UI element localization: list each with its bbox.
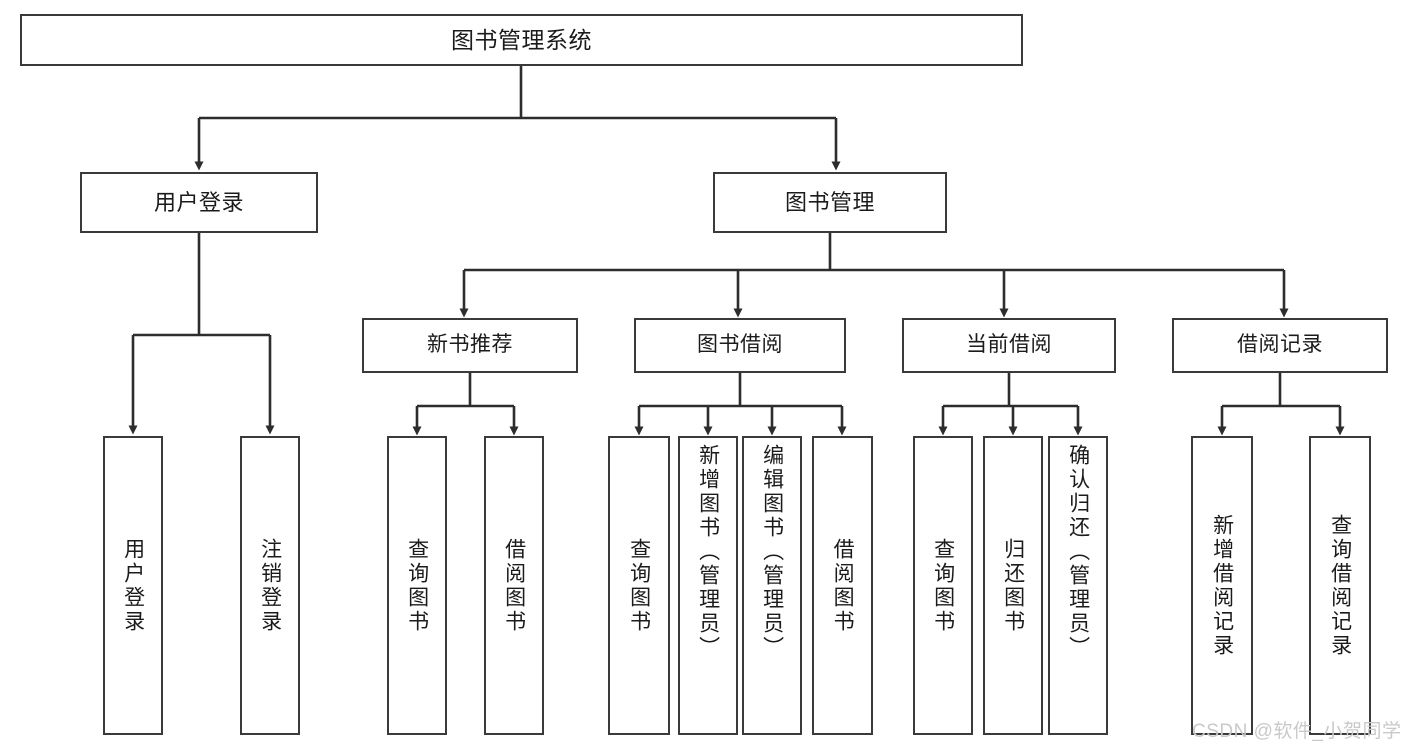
leaf-query-book-label: 查询图书 <box>627 537 651 634</box>
leaf-user-login-label: 用户登录 <box>121 537 145 634</box>
node-user-login-label: 用户登录 <box>153 189 244 215</box>
leaf-edit-book-admin[interactable]: 编辑图书（管理员） <box>742 436 802 735</box>
leaf-query-book-current-label: 查询图书 <box>931 537 955 634</box>
node-borrow-records-label: 借阅记录 <box>1237 333 1323 357</box>
leaf-confirm-return-admin[interactable]: 确认归还（管理员） <box>1048 436 1108 735</box>
leaf-add-borrow-record[interactable]: 新增借阅记录 <box>1191 436 1253 735</box>
leaf-query-borrow-record-label: 查询借阅记录 <box>1328 513 1352 658</box>
node-current-borrow[interactable]: 当前借阅 <box>902 318 1116 373</box>
node-root-label: 图书管理系统 <box>451 26 592 53</box>
leaf-query-book-recommend[interactable]: 查询图书 <box>387 436 447 735</box>
leaf-add-book-admin[interactable]: 新增图书（管理员） <box>678 436 738 735</box>
node-new-book-recommend[interactable]: 新书推荐 <box>362 318 578 373</box>
leaf-confirm-return-admin-label: 确认归还（管理员） <box>1066 444 1090 660</box>
leaf-query-borrow-record[interactable]: 查询借阅记录 <box>1309 436 1371 735</box>
node-user-login[interactable]: 用户登录 <box>80 172 318 233</box>
node-current-borrow-label: 当前借阅 <box>966 333 1052 357</box>
leaf-return-book-label: 归还图书 <box>1001 537 1025 634</box>
leaf-borrow-book[interactable]: 借阅图书 <box>812 436 873 735</box>
leaf-add-borrow-record-label: 新增借阅记录 <box>1210 513 1234 658</box>
leaf-query-book-current[interactable]: 查询图书 <box>913 436 973 735</box>
watermark-text: CSDN @软件_小贺同学 <box>1192 721 1402 742</box>
node-book-borrow[interactable]: 图书借阅 <box>634 318 846 373</box>
node-book-management-label: 图书管理 <box>784 189 875 215</box>
leaf-logout[interactable]: 注销登录 <box>240 436 300 735</box>
node-borrow-records[interactable]: 借阅记录 <box>1172 318 1388 373</box>
node-new-book-recommend-label: 新书推荐 <box>427 333 513 357</box>
leaf-borrow-book-recommend[interactable]: 借阅图书 <box>484 436 544 735</box>
node-root[interactable]: 图书管理系统 <box>20 14 1023 66</box>
leaf-borrow-book-recommend-label: 借阅图书 <box>502 537 526 634</box>
leaf-edit-book-admin-label: 编辑图书（管理员） <box>760 444 784 660</box>
node-book-borrow-label: 图书借阅 <box>697 333 783 357</box>
leaf-borrow-book-label: 借阅图书 <box>831 537 855 634</box>
leaf-query-book-recommend-label: 查询图书 <box>405 537 429 634</box>
leaf-return-book[interactable]: 归还图书 <box>983 436 1043 735</box>
leaf-add-book-admin-label: 新增图书（管理员） <box>696 444 720 660</box>
leaf-query-book[interactable]: 查询图书 <box>608 436 670 735</box>
node-book-management[interactable]: 图书管理 <box>713 172 947 233</box>
leaf-user-login[interactable]: 用户登录 <box>103 436 163 735</box>
leaf-logout-label: 注销登录 <box>258 537 282 634</box>
